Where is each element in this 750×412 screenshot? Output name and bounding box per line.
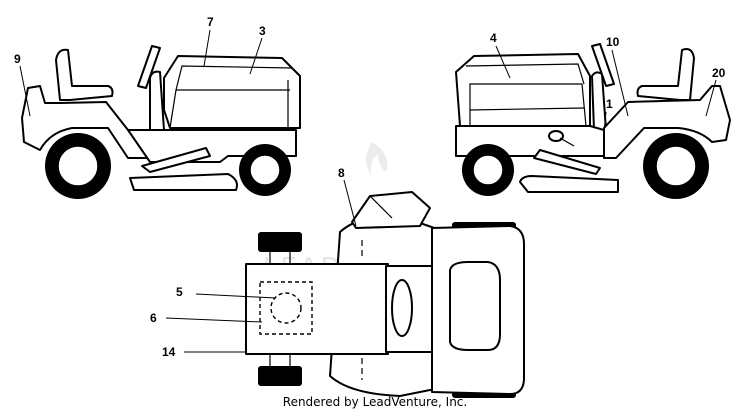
hood <box>163 55 301 129</box>
callout-3: 3 <box>259 24 266 38</box>
callout-8: 8 <box>338 166 345 180</box>
callout-10: 10 <box>606 35 620 49</box>
callout-numbers: 7 3 9 4 10 20 1 8 5 6 14 <box>14 15 726 359</box>
mower-top-view <box>245 191 525 398</box>
mower-left-side-view <box>21 45 301 199</box>
callout-6: 6 <box>150 311 157 325</box>
seat-right <box>636 48 695 101</box>
steering-wheel-right <box>591 43 615 87</box>
decal-circle <box>270 292 302 324</box>
decal-area <box>259 281 313 335</box>
callout-4: 4 <box>490 31 497 45</box>
steering-column <box>149 70 165 131</box>
foot-pedal-right <box>533 149 601 175</box>
seat <box>55 48 114 101</box>
hood-top <box>245 263 389 355</box>
callout-5: 5 <box>176 285 183 299</box>
steering-wheel <box>137 45 161 89</box>
front-tire-top <box>258 232 302 252</box>
callout-leaders <box>19 29 717 353</box>
callout-20: 20 <box>712 66 726 80</box>
seat-top <box>449 261 501 351</box>
rear-fender-right <box>603 85 731 159</box>
footer-credit: Rendered by LeadVenture, Inc. <box>283 395 467 409</box>
callout-9: 9 <box>14 52 21 66</box>
mower-deck <box>129 173 238 191</box>
steering-wheel-top <box>391 279 413 337</box>
front-tire-bottom <box>258 366 302 386</box>
callout-14: 14 <box>162 345 176 359</box>
callout-7: 7 <box>207 15 214 29</box>
foot-pedal <box>141 147 211 173</box>
discharge-chute <box>351 191 431 229</box>
mower-deck-right <box>519 175 619 193</box>
mower-right-side-view <box>455 43 731 199</box>
callout-1: 1 <box>606 97 613 111</box>
rear-fender <box>21 85 153 159</box>
